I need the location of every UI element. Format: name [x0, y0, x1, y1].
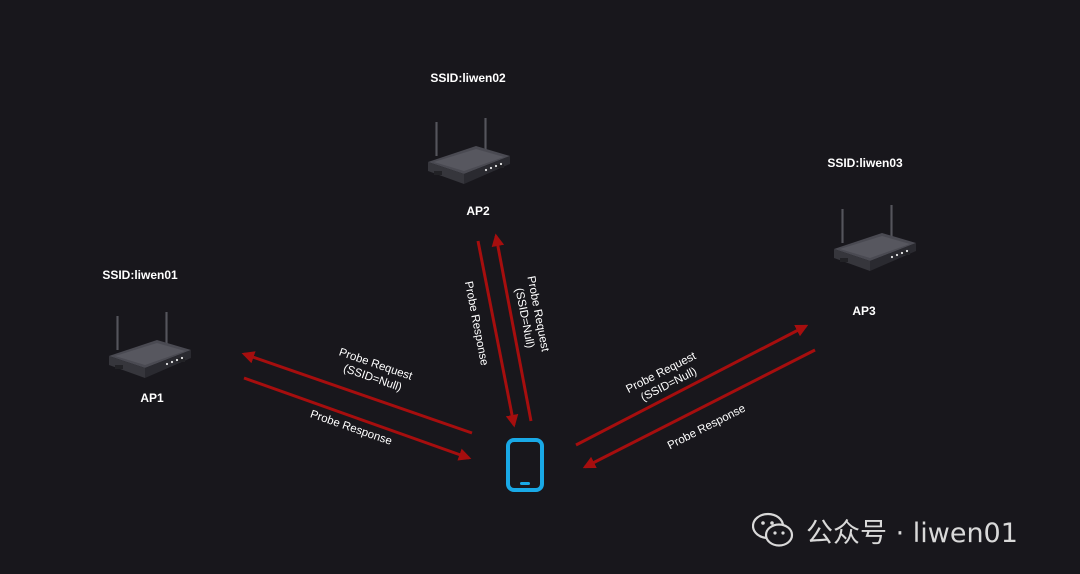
ap1-label: AP1: [140, 391, 164, 405]
access-point-ap1: SSID:liwen01 AP1: [102, 268, 191, 405]
arrow-response-ap2: [476, 240, 519, 428]
arrow-request-ap2: [491, 233, 533, 422]
ap3-label: AP3: [852, 304, 876, 318]
label-response-line: Probe Response: [462, 280, 490, 366]
ap1-ssid: SSID:liwen01: [102, 268, 178, 282]
arrow-response-ap1: [243, 376, 472, 461]
label-response-ap3: Probe Response: [666, 403, 748, 453]
arrow-response-ap3: [582, 348, 816, 469]
label-response-line: Probe Response: [666, 403, 748, 453]
ap2-label: AP2: [466, 204, 490, 218]
arrow-request-ap3: [575, 324, 809, 447]
ap2-ssid: SSID:liwen02: [430, 71, 506, 85]
watermark-text: 公众号 · liwen01: [806, 517, 1018, 549]
watermark: 公众号 · liwen01: [752, 498, 1070, 562]
access-point-ap2: SSID:liwen02 AP2: [428, 71, 510, 218]
wechat-icon: [752, 512, 794, 547]
arrow-request-ap1: [241, 351, 473, 435]
router-icon: [428, 118, 510, 184]
phone-icon: [506, 438, 544, 492]
access-point-ap3: SSID:liwen03 AP3: [827, 156, 916, 318]
ap3-ssid: SSID:liwen03: [827, 156, 903, 170]
router-icon: [834, 205, 916, 271]
router-icon: [109, 312, 191, 378]
label-response-ap2: Probe Response: [462, 280, 490, 366]
